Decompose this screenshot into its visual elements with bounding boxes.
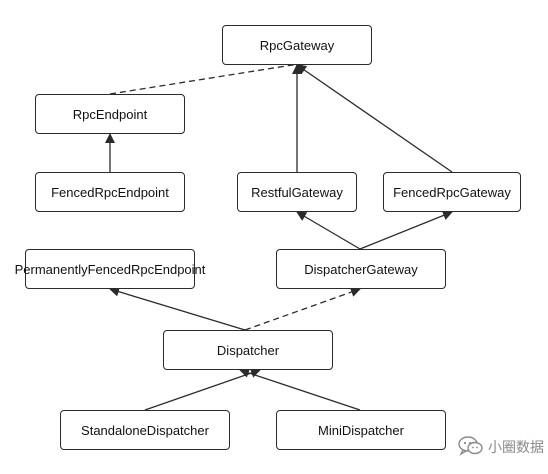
node-fenced-rpc-gateway: FencedRpcGateway (383, 172, 521, 212)
node-label: DispatcherGateway (304, 261, 418, 277)
edge-dispatcher-gateway-to-fenced-rpc-gateway (359, 210, 453, 250)
node-dispatcher: Dispatcher (163, 330, 333, 370)
node-standalone-dispatcher: StandaloneDispatcher (60, 410, 230, 450)
edge-fenced-rpc-gateway-to-rpc-gateway (296, 64, 453, 173)
node-label: RestfulGateway (251, 184, 343, 200)
node-mini-dispatcher: MiniDispatcher (276, 410, 446, 450)
node-label: MiniDispatcher (318, 422, 404, 438)
node-label: FencedRpcEndpoint (51, 184, 169, 200)
node-label: RpcEndpoint (72, 106, 148, 122)
node-dispatcher-gateway: DispatcherGateway (276, 249, 446, 289)
edge-standalone-dispatcher-to-dispatcher (144, 368, 261, 411)
edge-dispatcher-to-dispatcher-gateway (244, 287, 361, 331)
wechat-icon (458, 435, 484, 459)
edge-dispatcher-to-permanently-fenced-rpc-endpoint (109, 286, 246, 331)
node-fenced-rpc-endpoint: FencedRpcEndpoint (35, 172, 185, 212)
node-restful-gateway: RestfulGateway (237, 172, 357, 212)
watermark-text: 小圈数据 (488, 439, 544, 455)
edge-rpc-endpoint-to-rpc-gateway (109, 59, 306, 95)
node-label: StandaloneDispatcher (81, 422, 209, 438)
node-label: RpcGateway (259, 37, 335, 53)
node-label: PermanentlyFencedRpcEndpoint (14, 261, 206, 277)
node-label: FencedRpcGateway (393, 184, 511, 200)
edge-mini-dispatcher-to-dispatcher (239, 368, 361, 411)
node-rpc-endpoint: RpcEndpoint (35, 94, 185, 134)
watermark: 小圈数据 (458, 434, 544, 460)
node-permanently-fenced-rpc-endpoint: PermanentlyFencedRpcEndpoint (15, 249, 205, 289)
node-rpc-gateway: RpcGateway (222, 25, 372, 65)
node-label: Dispatcher (216, 342, 280, 358)
edge-dispatcher-gateway-to-restful-gateway (296, 211, 361, 250)
